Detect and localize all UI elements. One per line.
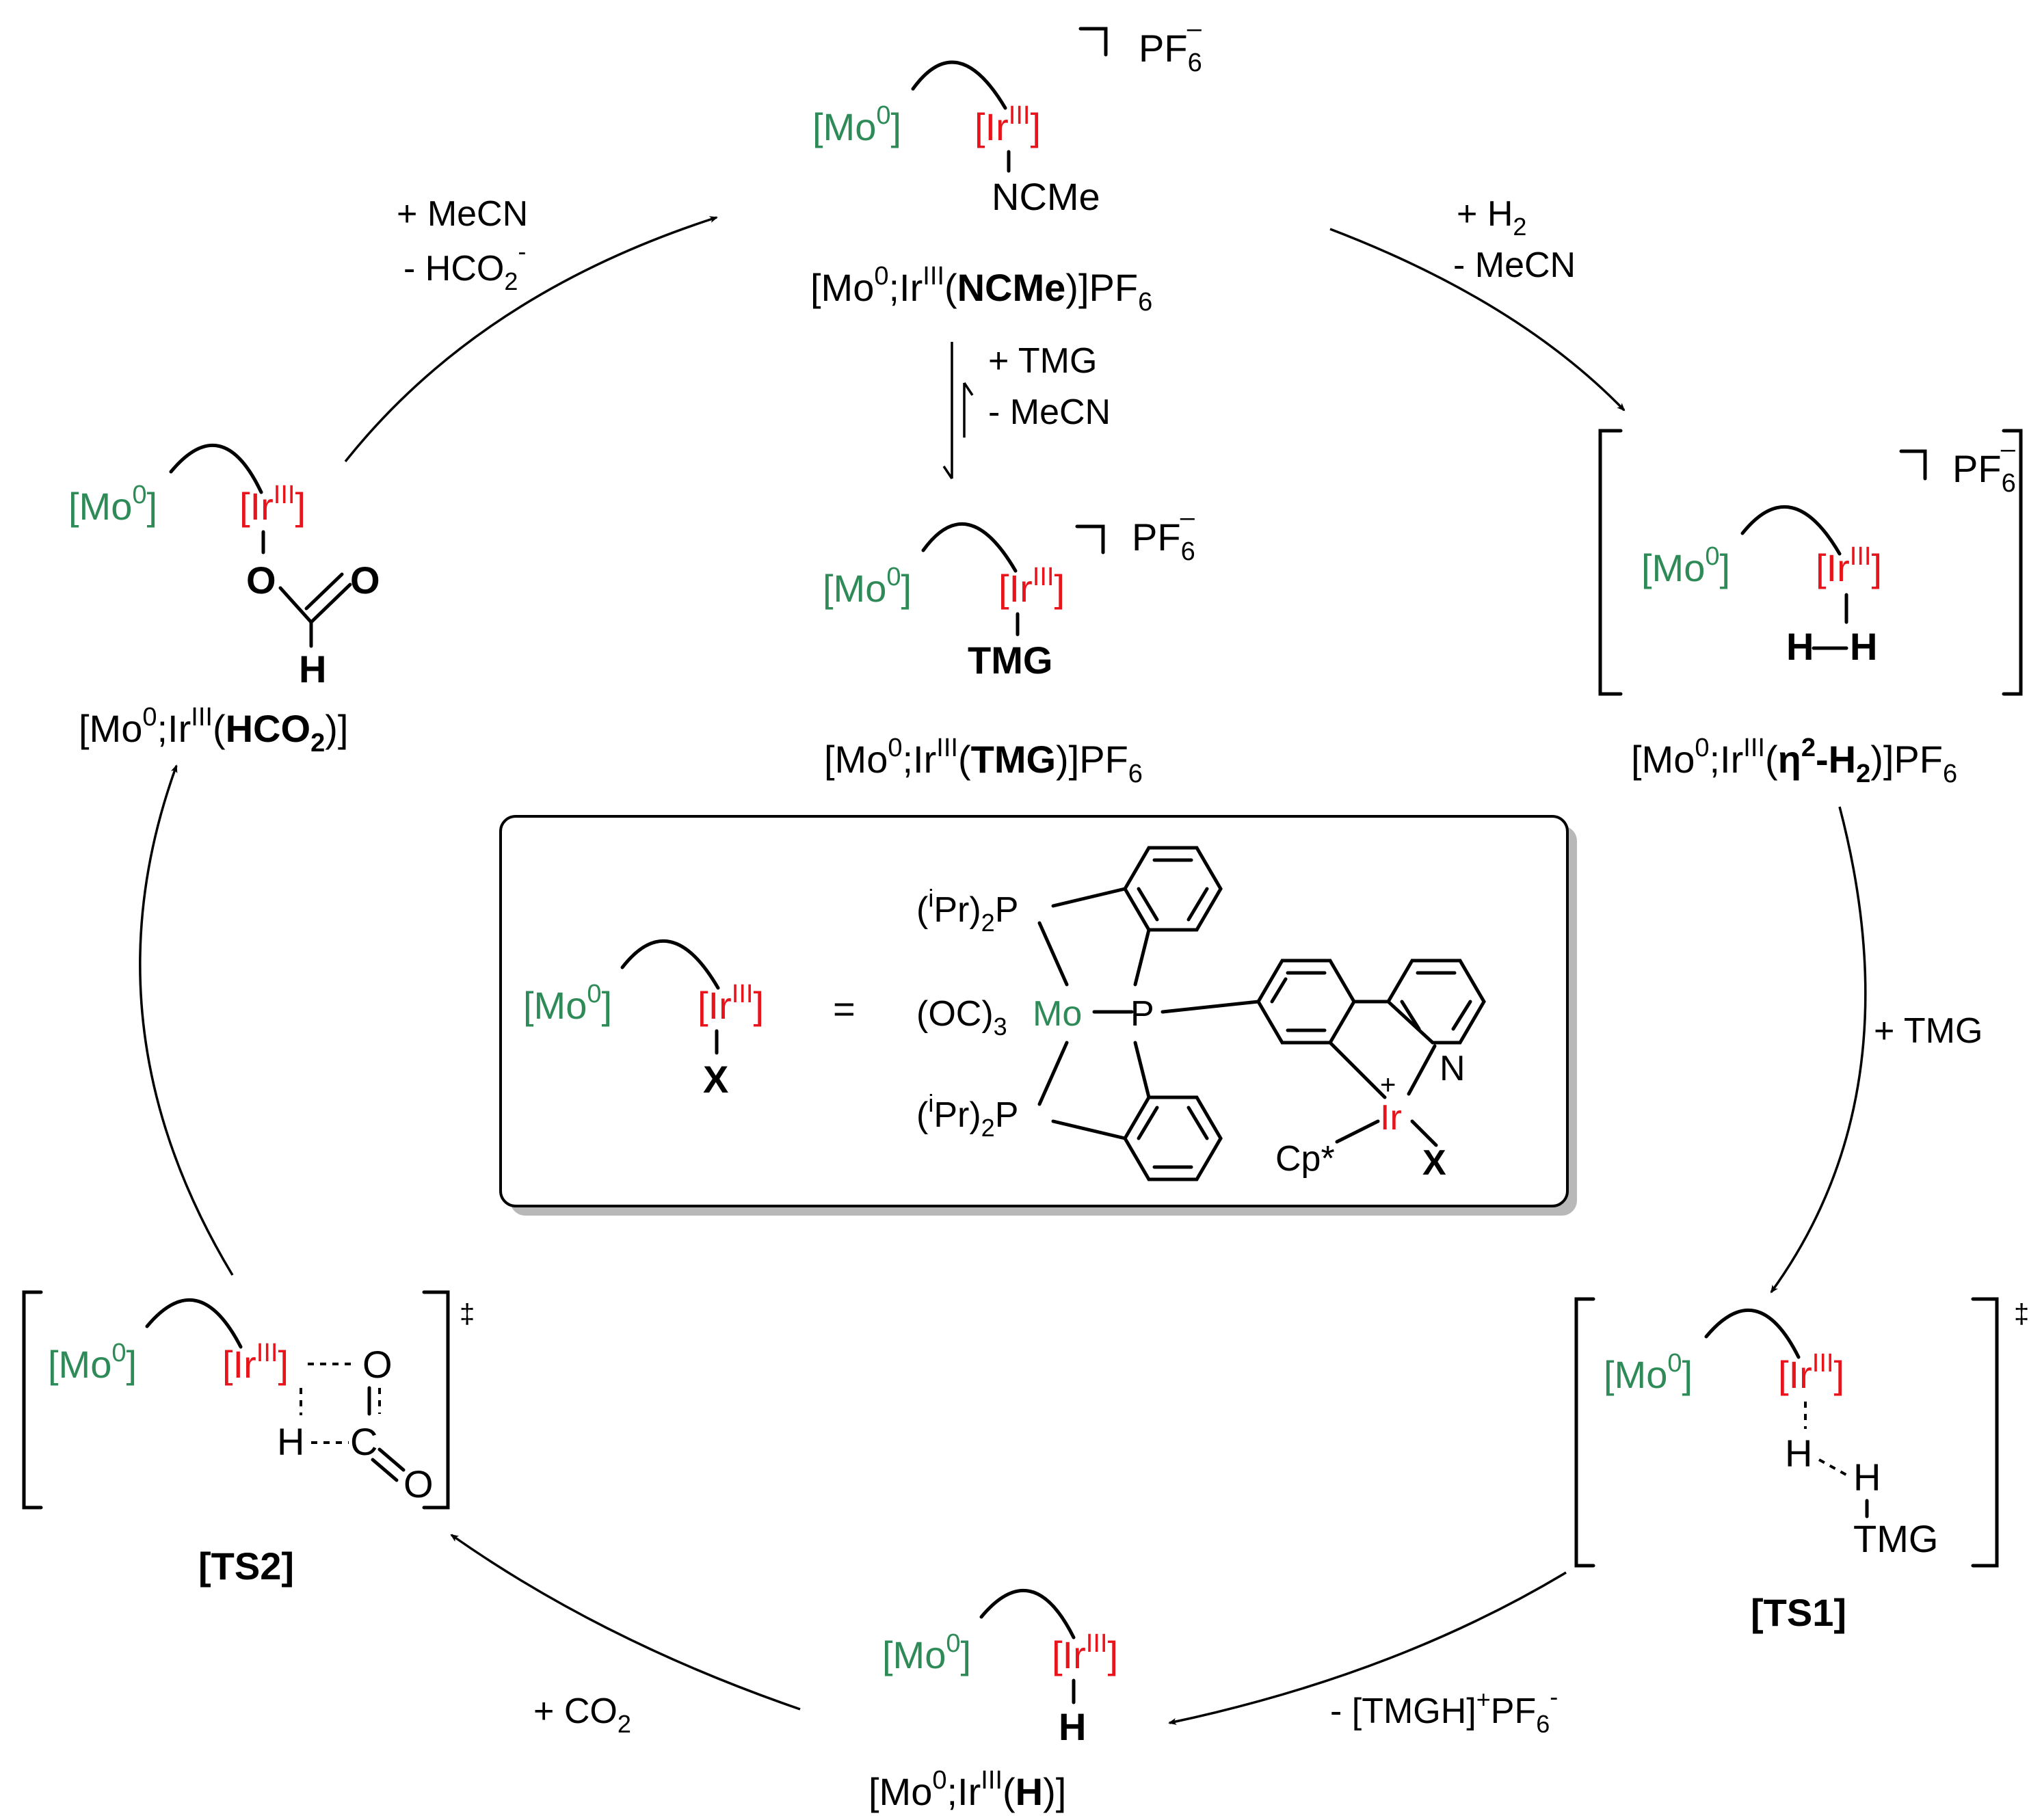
svg-text:[IrIII]: [IrIII]	[698, 980, 764, 1027]
svg-text:(OC)3: (OC)3	[916, 994, 1007, 1041]
step-label-bottom-right: - [TMGH]+PF6-	[1330, 1683, 1558, 1738]
label-hydride: [Mo0;IrIII(H)]	[868, 1766, 1066, 1813]
svg-text:[Mo0]: [Mo0]	[882, 1629, 971, 1676]
svg-text:- MeCN: - MeCN	[1453, 245, 1576, 285]
svg-text:[TS2]: [TS2]	[198, 1544, 294, 1588]
svg-text:- MeCN: - MeCN	[988, 392, 1111, 432]
svg-text:O: O	[350, 559, 380, 602]
svg-text:N: N	[1440, 1049, 1466, 1088]
svg-text:[Mo0]: [Mo0]	[823, 563, 912, 610]
complex-eta2-h2: [Mo0] [IrIII] H H PF6– [Mo0;IrIII(η2-H2)…	[1598, 429, 2023, 788]
svg-text:[IrIII]: [IrIII]	[1052, 1629, 1118, 1676]
svg-text:[IrIII]: [IrIII]	[974, 101, 1041, 148]
svg-text:- [TMGH]+PF6-: - [TMGH]+PF6-	[1330, 1683, 1558, 1738]
svg-text:Ir: Ir	[1380, 1098, 1402, 1138]
svg-text:(iPr)2P: (iPr)2P	[916, 1089, 1018, 1142]
complex-formate: [Mo0] [IrIII] O O H [Mo0;IrIII(HCO2)]	[68, 444, 380, 758]
svg-text:H: H	[1786, 625, 1814, 668]
svg-text:X: X	[703, 1058, 728, 1101]
svg-text:PF6–: PF6–	[1132, 503, 1195, 566]
arrow-hydride-to-ts2	[450, 1534, 801, 1711]
svg-text:‡: ‡	[460, 1299, 475, 1329]
svg-text:H: H	[277, 1420, 304, 1463]
svg-text:Cp*: Cp*	[1275, 1139, 1335, 1179]
complex-ts2: ‡ [Mo0] [IrIII] O H C O [TS2]	[22, 1290, 475, 1588]
complex-ncme: [Mo0] [IrIII] NCMe PF6– [Mo0;IrIII(NCMe)…	[810, 14, 1202, 317]
step-label-top-right: + H2 - MeCN	[1453, 194, 1576, 285]
arrow-h2-to-ts1	[1770, 806, 1867, 1294]
svg-text:P: P	[1130, 994, 1154, 1034]
svg-text:+: +	[1380, 1070, 1396, 1100]
complex-hydride: [Mo0] [IrIII] H [Mo0;IrIII(H)]	[868, 1589, 1118, 1813]
svg-text:+ MeCN: + MeCN	[397, 194, 528, 234]
svg-text:[Mo0]: [Mo0]	[812, 101, 901, 148]
label-ncme: [Mo0;IrIII(NCMe)]PF6	[810, 262, 1152, 317]
svg-text:H: H	[1785, 1432, 1812, 1475]
svg-text:O: O	[403, 1462, 434, 1505]
svg-text:TMG: TMG	[968, 639, 1052, 682]
step-label-right: + TMG	[1874, 1011, 1983, 1051]
arrow-ts1-to-hydride	[1168, 1571, 1567, 1725]
pincer-ligand-structure: (iPr)2P (OC)3 Mo P (iPr)2P + Ir N Cp* X	[916, 846, 1486, 1183]
label-eta2-h2: [Mo0;IrIII(η2-H2)]PF6	[1631, 734, 1957, 788]
svg-text:[IrIII]: [IrIII]	[239, 481, 306, 528]
svg-text:PF6–: PF6–	[1139, 14, 1202, 77]
step-label-top-left: + MeCN - HCO2-	[397, 194, 528, 295]
label-formate: [Mo0;IrIII(HCO2)]	[79, 703, 348, 758]
legend-box: [Mo0] [IrIII] X =	[499, 815, 1577, 1216]
svg-text:O: O	[246, 559, 276, 602]
svg-text:TMG: TMG	[1853, 1517, 1938, 1560]
svg-text:+ TMG: + TMG	[988, 341, 1097, 381]
svg-text:=: =	[833, 987, 856, 1030]
svg-text:[IrIII]: [IrIII]	[1778, 1349, 1844, 1396]
cycle-arrows	[139, 216, 1867, 1725]
svg-text:H: H	[1059, 1705, 1086, 1748]
svg-text:[IrIII]: [IrIII]	[998, 563, 1065, 610]
svg-text:[IrIII]: [IrIII]	[1816, 542, 1882, 589]
label-tmg: [Mo0;IrIII(TMG)]PF6	[824, 734, 1143, 788]
svg-text:C: C	[350, 1420, 377, 1463]
complex-ts1: ‡ [Mo0] [IrIII] H H TMG [TS1]	[1574, 1297, 2029, 1634]
svg-text:[Mo0]: [Mo0]	[523, 980, 612, 1027]
svg-text:+ TMG: + TMG	[1874, 1011, 1983, 1051]
arrow-ts2-to-hco2	[139, 764, 234, 1276]
svg-text:+ CO2: + CO2	[533, 1691, 631, 1738]
svg-text:H: H	[299, 647, 326, 691]
svg-text:H: H	[1850, 625, 1877, 668]
step-label-equilibrium: + TMG - MeCN	[988, 341, 1111, 432]
step-label-bottom-left: + CO2	[533, 1691, 631, 1738]
svg-text:[IrIII]: [IrIII]	[222, 1339, 289, 1386]
svg-text:[Mo0]: [Mo0]	[48, 1339, 137, 1386]
complex-tmg: [Mo0] [IrIII] TMG PF6– [Mo0;IrIII(TMG)]P…	[823, 503, 1195, 788]
svg-text:PF6–: PF6–	[1952, 435, 2016, 498]
svg-text:(iPr)2P: (iPr)2P	[916, 884, 1018, 937]
svg-text:H: H	[1853, 1456, 1881, 1499]
svg-text:[Mo0]: [Mo0]	[1604, 1349, 1693, 1396]
svg-text:[TS1]: [TS1]	[1751, 1591, 1846, 1634]
svg-text:X: X	[1422, 1143, 1446, 1183]
svg-text:- HCO2-: - HCO2-	[403, 237, 526, 295]
svg-text:O: O	[362, 1343, 393, 1386]
svg-text:NCMe: NCMe	[992, 175, 1100, 218]
svg-text:[Mo0]: [Mo0]	[1641, 542, 1730, 589]
arrow-hco2-to-ncme	[344, 216, 718, 463]
svg-text:[Mo0]: [Mo0]	[68, 481, 157, 528]
arrow-ncme-to-h2	[1329, 228, 1626, 412]
equilibrium-arrows	[942, 342, 974, 479]
svg-text:‡: ‡	[2014, 1299, 2029, 1329]
svg-text:Mo: Mo	[1033, 994, 1082, 1034]
svg-text:+ H2: + H2	[1457, 194, 1526, 241]
